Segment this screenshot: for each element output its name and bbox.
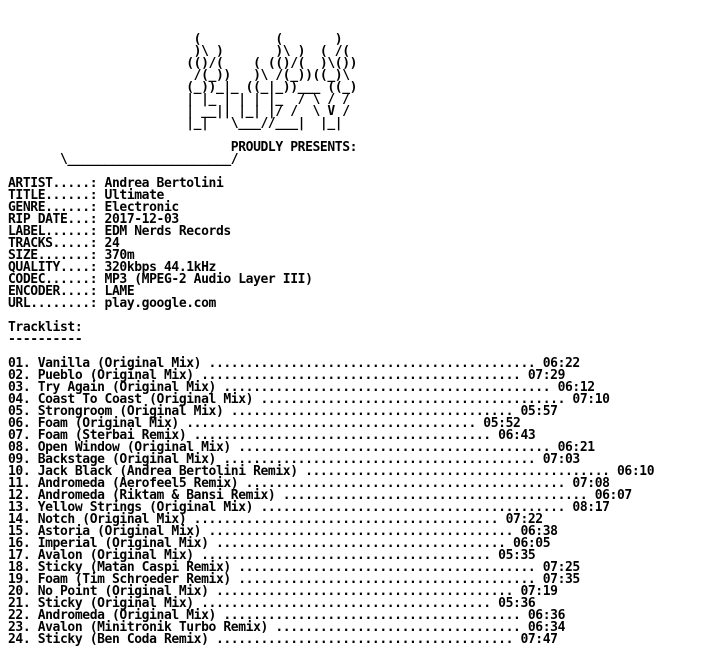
track-row: 16. Imperial (Original Mix) ............… — [8, 536, 551, 551]
logo-line: |_| \___//___| |_| — [8, 116, 343, 131]
release-info-artist: ARTIST.....: Andrea Bertolini — [8, 176, 224, 191]
nfo-document: ( ( ) )\ ) )\ ) ( /( (()/( ( (()/( )\())… — [8, 32, 655, 647]
track-row: 12. Andromeda (Riktam & Bansi Remix) ...… — [8, 488, 632, 503]
track-row: 07. Foam (Sterbai Remix) ...............… — [8, 428, 536, 443]
track-row: 11. Andromeda (Aerofeel5 Remix) ........… — [8, 476, 610, 491]
track-row: 19. Foam (Tim Schroeder Remix) .........… — [8, 572, 580, 587]
release-info-tracks: TRACKS.....: 24 — [8, 236, 120, 251]
release-info-label: LABEL......: EDM Nerds Records — [8, 224, 231, 239]
logo-line: | |_ | | | |_ / \ / / — [8, 92, 350, 107]
tracklist-heading: Tracklist: — [8, 320, 83, 335]
track-row: 21. Sticky (Original Mix) ..............… — [8, 596, 536, 611]
release-info-genre: GENRE......: Electronic — [8, 200, 179, 215]
presents-underline: \______________________/ — [8, 152, 239, 167]
release-info-quality: QUALITY....: 320kbps 44.1kHz — [8, 260, 216, 275]
track-row: 03. Try Again (Original Mix) ...........… — [8, 380, 595, 395]
track-row: 20. No Point (Original Mix) ............… — [8, 584, 558, 599]
tracklist-rule: ---------- — [8, 332, 83, 347]
track-row: 06. Foam (Original Mix) ................… — [8, 416, 521, 431]
track-row: 17. Avalon (Original Mix) ..............… — [8, 548, 536, 563]
logo-line: (_))_|_ ((_|_))___ ((_) — [8, 80, 358, 95]
logo-line: /(_)) )\ /(_))((_)\ — [8, 68, 350, 83]
track-row: 14. Notch (Original Mix) ...............… — [8, 512, 543, 527]
release-info-url: URL........: play.google.com — [8, 296, 216, 311]
track-row: 08. Open Window (Original Mix) .........… — [8, 440, 595, 455]
track-row: 02. Pueblo (Original Mix) ..............… — [8, 368, 565, 383]
track-row: 05. Strongroom (Original Mix) ..........… — [8, 404, 558, 419]
track-row: 18. Sticky (Matan Caspi Remix) .........… — [8, 560, 580, 575]
blank-line — [8, 310, 654, 322]
track-row: 04. Coast To Coast (Original Mix) ......… — [8, 392, 610, 407]
track-row: 24. Sticky (Ben Coda Remix) ............… — [8, 632, 558, 647]
release-info-encoder: ENCODER....: LAME — [8, 284, 135, 299]
presents-heading: PROUDLY PRESENTS: — [8, 140, 358, 155]
logo-line: ( ( ) — [8, 32, 343, 47]
release-info-size: SIZE.......: 370m — [8, 248, 135, 263]
logo-line: | __|| |_| |/ / \ V / — [8, 104, 350, 119]
release-info-title: TITLE......: Ultimate — [8, 188, 164, 203]
track-row: 01. Vanilla (Original Mix) .............… — [8, 356, 580, 371]
track-row: 13. Yellow Strings (Original Mix) ......… — [8, 500, 610, 515]
logo-line: (()/( ( (()/( )\()) — [8, 56, 358, 71]
release-info-rip-date: RIP DATE...: 2017-12-03 — [8, 212, 179, 227]
track-row: 15. Astoria (Original Mix) .............… — [8, 524, 558, 539]
track-row: 23. Avalon (Minitronik Turbo Remix) ....… — [8, 620, 565, 635]
track-row: 22. Andromeda (Original Mix) ...........… — [8, 608, 565, 623]
release-info-codec: CODEC......: MP3 (MPEG-2 Audio Layer III… — [8, 272, 313, 287]
track-row: 09. Backstage (Original Mix) ...........… — [8, 452, 580, 467]
logo-line: )\ ) )\ ) ( /( — [8, 44, 350, 59]
track-row: 10. Jack Black (Andrea Bertolini Remix) … — [8, 464, 655, 479]
